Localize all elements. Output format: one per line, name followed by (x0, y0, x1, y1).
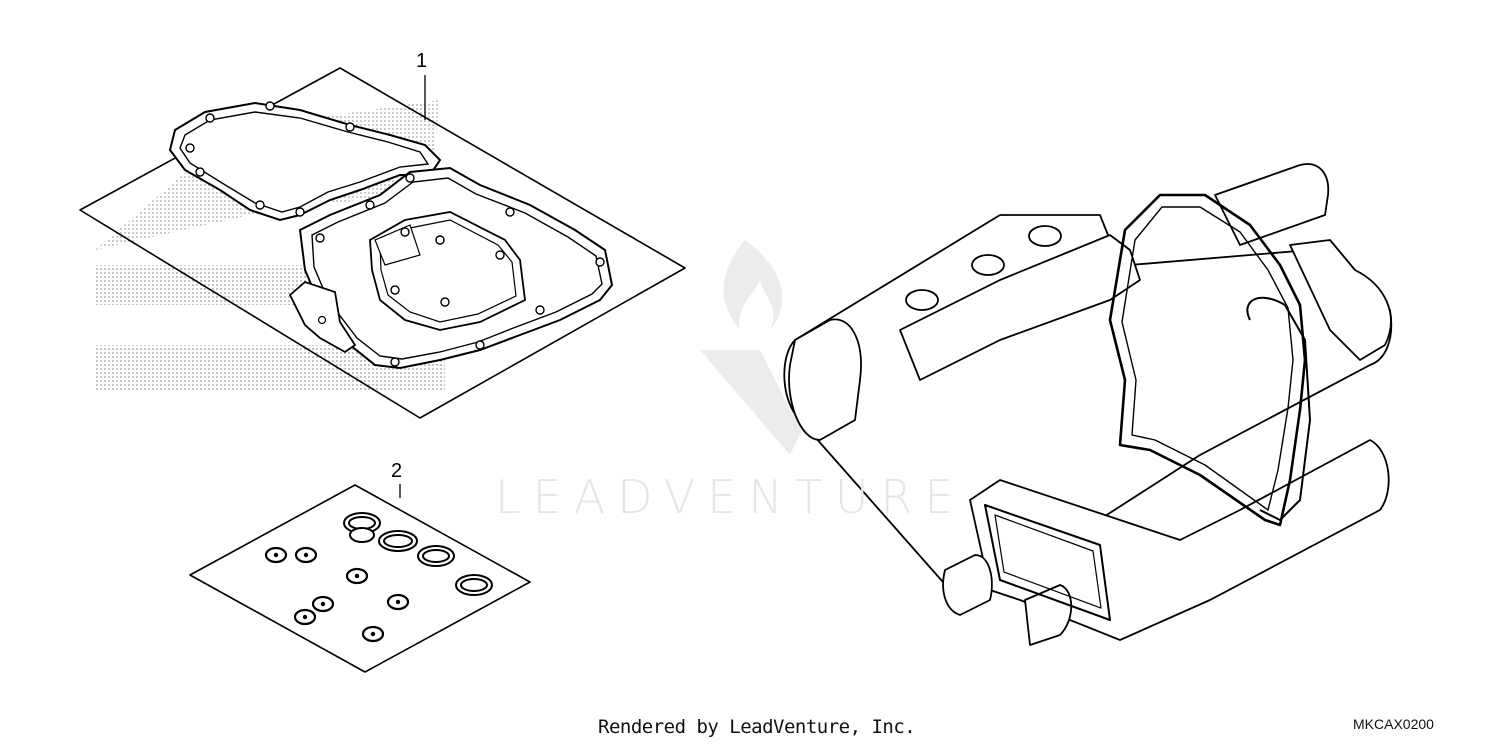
engine-gasket-lines (984, 193, 1311, 621)
engine-outline (783, 163, 1393, 646)
seal-kit-sheet-2 (189, 484, 531, 673)
diagram-ref-code: MKCAX0200 (1353, 716, 1434, 732)
watermark-logo (700, 240, 840, 455)
footer-credit: Rendered by LeadVenture, Inc. (598, 716, 916, 738)
callout-part-1: 1 (416, 50, 428, 72)
callout-part-2: 2 (391, 460, 403, 482)
watermark-text: LEADVENTURE (495, 470, 966, 524)
gasket-sheet-1 (79, 67, 686, 419)
